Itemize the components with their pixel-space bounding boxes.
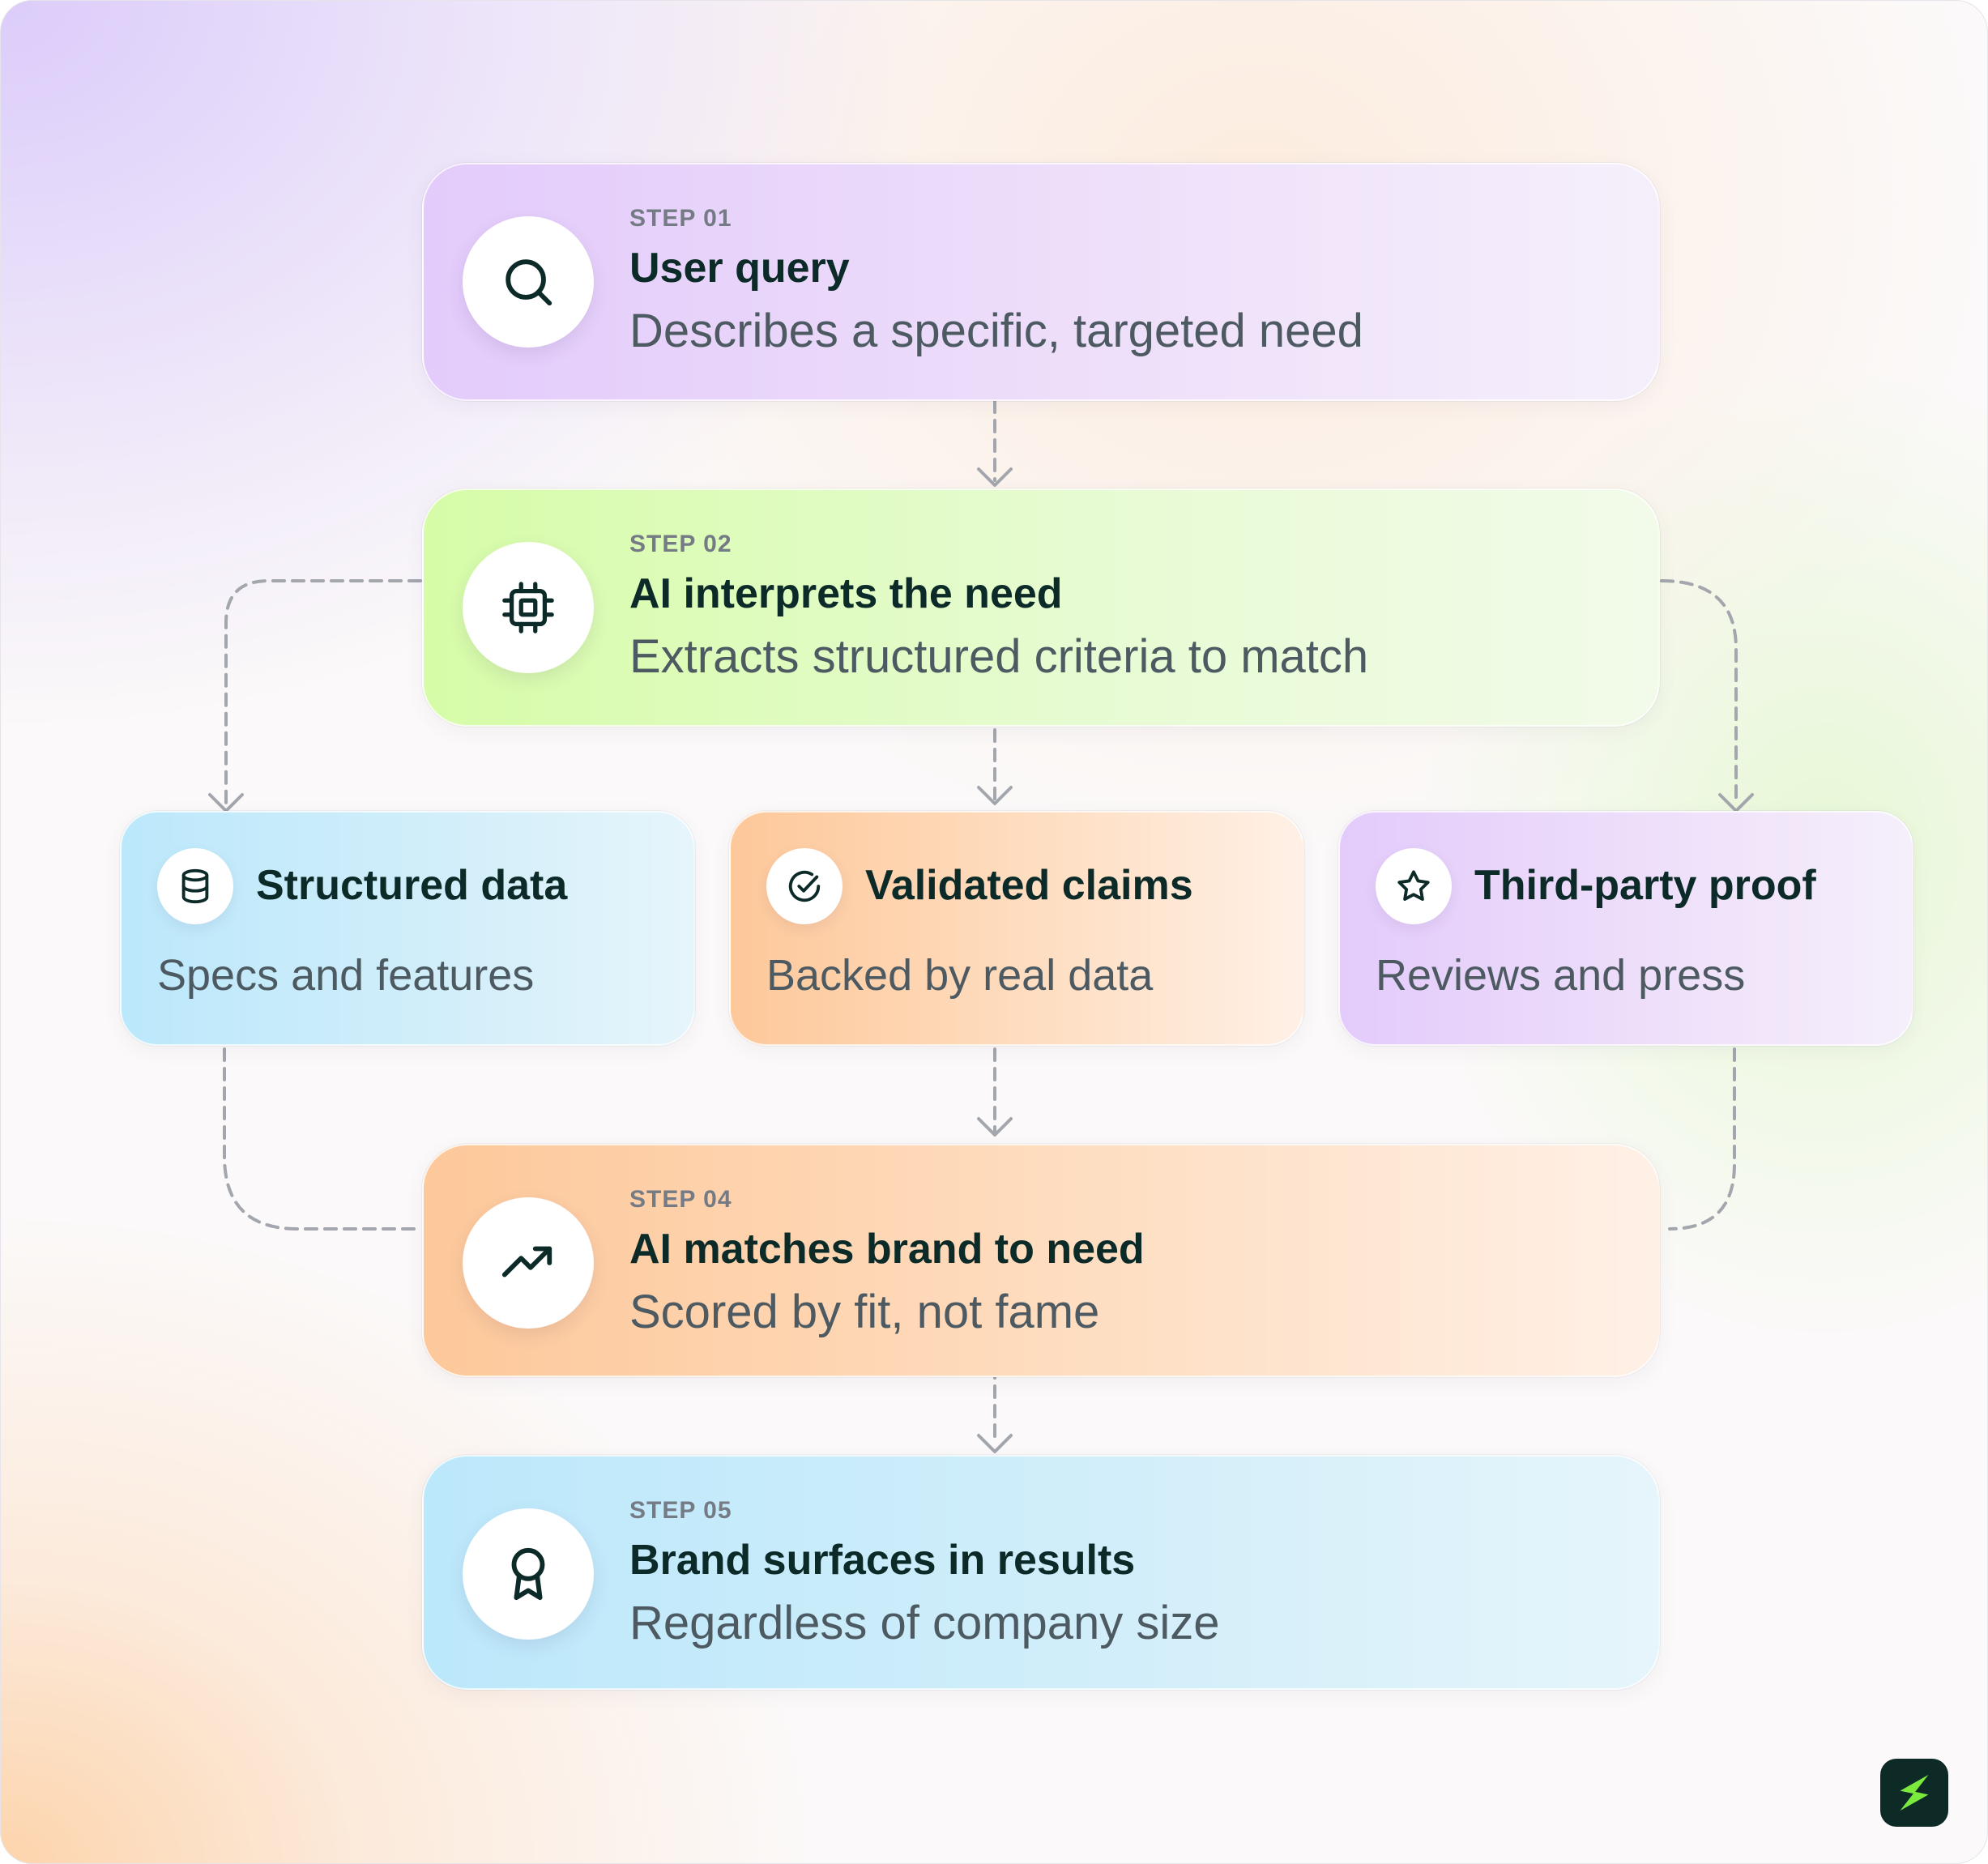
step-card-ai-matches: STEP 04 AI matches brand to need Scored …: [422, 1144, 1660, 1377]
signal-icon-circle: [1376, 848, 1452, 924]
step-card-brand-surfaces: STEP 05 Brand surfaces in results Regard…: [422, 1455, 1660, 1690]
arrowhead-step5: [977, 1434, 1013, 1453]
step-title: AI interprets the need: [629, 570, 1063, 617]
brand-logo: [1880, 1759, 1948, 1827]
connector-step2-structured: [224, 579, 422, 804]
step-icon-circle: [463, 216, 594, 348]
step-description: Describes a specific, targeted need: [629, 305, 1363, 357]
arrowhead-validated: [977, 786, 1013, 805]
connector-step2-thirdparty: [1660, 579, 1738, 804]
signal-title: Validated claims: [865, 862, 1193, 909]
step-description: Regardless of company size: [629, 1597, 1220, 1649]
step-description: Scored by fit, not fame: [629, 1286, 1100, 1338]
signal-description: Backed by real data: [766, 951, 1154, 1000]
step-label: STEP 02: [629, 531, 732, 557]
arrowhead-step4: [977, 1117, 1013, 1137]
step-icon-circle: [463, 1508, 594, 1640]
trending-up-icon: [501, 1246, 552, 1278]
connector-structured-step4: [223, 1047, 422, 1231]
step-title: User query: [629, 245, 850, 292]
signal-description: Specs and features: [157, 951, 535, 1000]
step-description: Extracts structured criteria to match: [629, 630, 1369, 683]
step-card-user-query: STEP 01 User query Describes a specific,…: [422, 163, 1660, 401]
check-circle-icon: [788, 870, 821, 902]
step-label: STEP 04: [629, 1186, 732, 1213]
brand-logo-icon: [1900, 1774, 1929, 1811]
step-icon-circle: [463, 1197, 594, 1329]
signal-card-validated-claims: Validated claims Backed by real data: [729, 811, 1304, 1046]
step-icon-circle: [463, 542, 594, 673]
signal-title: Structured data: [256, 862, 568, 909]
step-card-ai-interprets: STEP 02 AI interprets the need Extracts …: [422, 488, 1660, 727]
signal-icon-circle: [766, 848, 843, 924]
step-label: STEP 05: [629, 1497, 732, 1524]
signal-icon-circle: [157, 848, 233, 924]
signal-card-third-party-proof: Third-party proof Reviews and press: [1338, 811, 1913, 1046]
step-label: STEP 01: [629, 205, 732, 232]
signal-card-structured-data: Structured data Specs and features: [120, 811, 695, 1046]
cpu-chip-icon: [502, 582, 554, 633]
signal-title: Third-party proof: [1474, 862, 1816, 909]
signal-description: Reviews and press: [1376, 951, 1746, 1000]
database-icon: [181, 868, 209, 904]
step-title: AI matches brand to need: [629, 1226, 1145, 1273]
connector-thirdparty-step4: [1668, 1047, 1736, 1231]
search-icon: [506, 259, 552, 306]
arrowhead-step2: [977, 467, 1013, 487]
step-title: Brand surfaces in results: [629, 1537, 1136, 1584]
award-ribbon-icon: [511, 1547, 545, 1601]
star-icon: [1397, 870, 1430, 901]
